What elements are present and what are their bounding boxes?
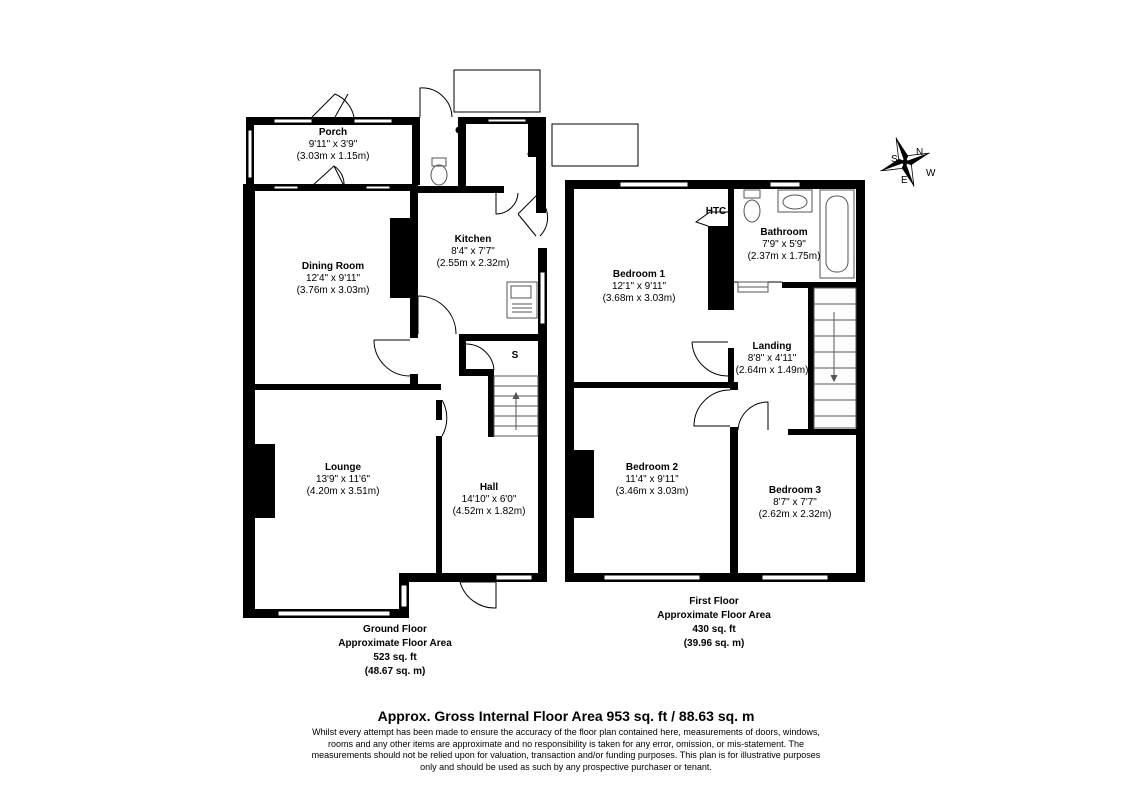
ground-floor-windows [247, 118, 546, 617]
staircase-icon [493, 375, 539, 437]
bedroom-1-dims-imperial: 12'1" x 9'11" [612, 281, 667, 292]
dining-room-dims-imperial: 12'4" x 9'11" [306, 273, 361, 284]
kitchen-dims-metric: (2.55m x 2.32m) [437, 258, 510, 269]
dining-room-dims-metric: (3.76m x 3.03m) [297, 285, 370, 296]
ground-floor-title: Ground Floor [363, 624, 427, 635]
kitchen-dims-imperial: 8'4" x 7'7" [451, 246, 495, 257]
bedroom-3-dims-imperial: 8'7" x 7'7" [773, 497, 817, 508]
first-floor-sqm: (39.96 sq. m) [684, 638, 745, 649]
ground-floor-walls [243, 117, 547, 618]
first-floor-subtitle: Approximate Floor Area [657, 610, 771, 621]
landing-dims-metric: (2.64m x 1.49m) [736, 365, 809, 376]
bedroom-3-dims-metric: (2.62m x 2.32m) [759, 509, 832, 520]
store-label: S [512, 350, 519, 361]
compass-w: W [926, 168, 936, 179]
first-floor-title: First Floor [689, 596, 739, 607]
htc-label: HTC [706, 206, 727, 217]
porch-dims-metric: (3.03m x 1.15m) [297, 151, 370, 162]
porch-dims-imperial: 9'11" x 3'9" [309, 139, 358, 150]
disclaimer: Whilst every attempt has been made to en… [0, 727, 1132, 773]
ground-floor-fixtures [430, 157, 539, 437]
larder-label-box [551, 123, 639, 167]
landing-name: Landing [753, 341, 792, 352]
landing-dims-imperial: 8'8" x 4'11" [748, 353, 797, 364]
wc-light-icon [455, 126, 463, 134]
larder-light-icon [527, 151, 533, 157]
first-floor-area: First Floor Approximate Floor Area 430 s… [657, 596, 771, 649]
first-floor-sqft: 430 sq. ft [692, 624, 736, 635]
toilet-icon [430, 157, 448, 186]
lounge-name: Lounge [325, 462, 362, 473]
bath-icon [819, 189, 855, 279]
bedroom-2-dims-imperial: 11'4" x 9'11" [625, 474, 679, 485]
lounge-dims-imperial: 13'9" x 11'6" [316, 474, 371, 485]
compass-n: N [916, 147, 923, 158]
ground-floor-subtitle: Approximate Floor Area [338, 638, 452, 649]
hall-dims-metric: (4.52m x 1.82m) [453, 506, 526, 517]
disclaimer-line: measurements should not be relied upon f… [311, 750, 821, 760]
bathroom-dims-imperial: 7'9" x 5'9" [762, 239, 806, 250]
bedroom-3-name: Bedroom 3 [769, 485, 822, 496]
ground-floor-doors [311, 87, 549, 609]
lounge-dims-metric: (4.20m x 3.51m) [307, 486, 380, 497]
hall-name: Hall [480, 482, 499, 493]
ground-floor-sqft: 523 sq. ft [373, 652, 417, 663]
disclaimer-line: only and should be used as such by any p… [420, 761, 712, 772]
first-floor-doors [691, 211, 782, 431]
dining-room-name: Dining Room [302, 261, 364, 272]
compass-s: S [891, 154, 898, 165]
first-floor-fixtures [737, 189, 857, 429]
porch-name: Porch [319, 127, 347, 138]
upstairs-staircase-icon [813, 287, 857, 429]
bathroom-dims-metric: (2.37m x 1.75m) [748, 251, 821, 262]
bedroom-2-dims-metric: (3.46m x 3.03m) [616, 486, 689, 497]
total-floor-area: Approx. Gross Internal Floor Area 953 sq… [377, 708, 755, 724]
compass-rose-icon [880, 137, 930, 187]
radiator-icon [737, 281, 769, 293]
basin-icon [777, 189, 813, 213]
bedroom-1-dims-metric: (3.68m x 3.03m) [603, 293, 676, 304]
hall-dims-imperial: 14'10" x 6'0" [462, 494, 517, 505]
bathroom-name: Bathroom [760, 227, 807, 238]
disclaimer-line: rooms and any other items are approximat… [327, 738, 805, 749]
sink-icon [506, 281, 538, 319]
compass-e: E [901, 175, 908, 186]
first-floor-walls [565, 180, 865, 582]
bedroom-1-name: Bedroom 1 [613, 269, 666, 280]
kitchen-name: Kitchen [455, 234, 492, 245]
bedroom-2-name: Bedroom 2 [626, 462, 679, 473]
ground-floor-area: Ground Floor Approximate Floor Area 523 … [338, 624, 452, 677]
toilet-upstairs-icon [743, 189, 761, 223]
disclaimer-line: Whilst every attempt has been made to en… [312, 727, 820, 737]
ground-floor-sqm: (48.67 sq. m) [365, 666, 426, 677]
wc-label-box [453, 69, 541, 113]
first-floor-windows [603, 181, 829, 581]
